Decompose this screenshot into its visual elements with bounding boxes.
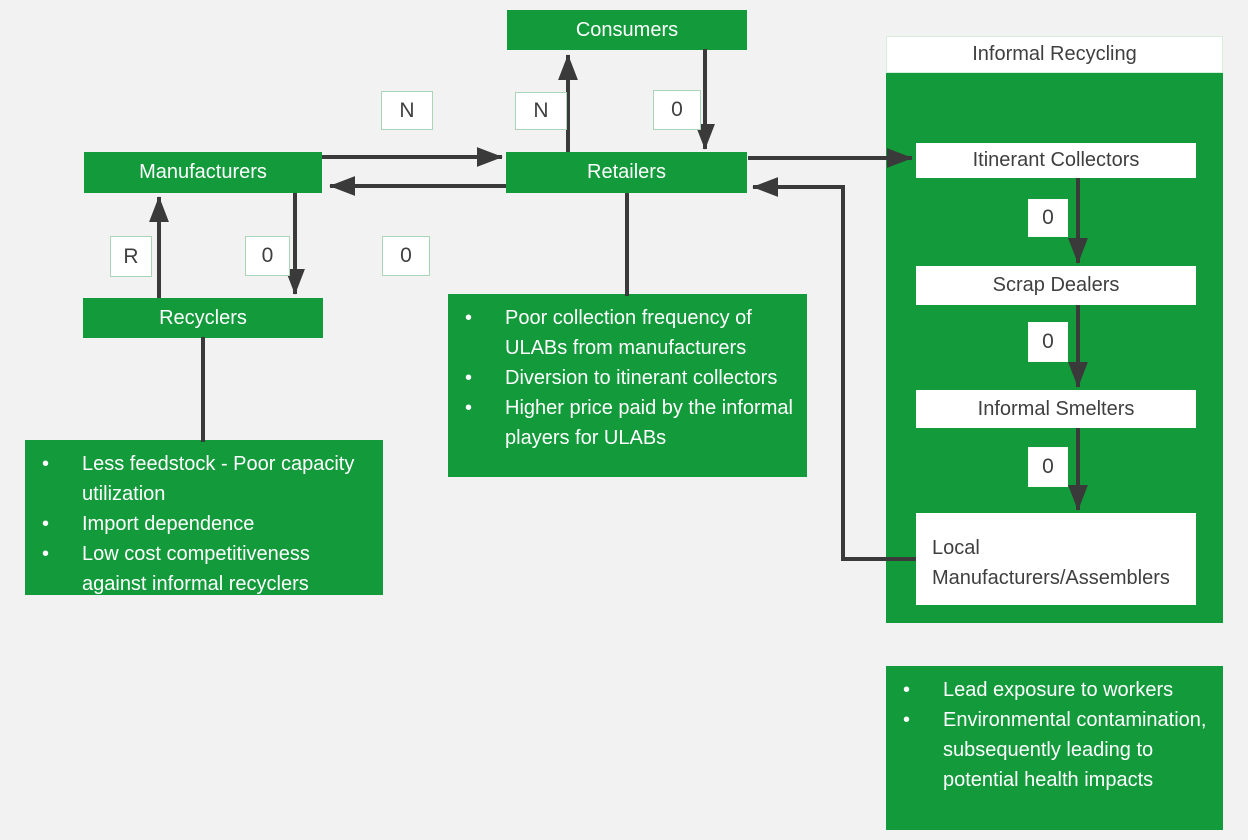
- informal-impacts-note: Lead exposure to workers Environmental c…: [886, 666, 1223, 830]
- note-text: Diversion to itinerant collectors: [505, 367, 778, 389]
- flow-label-recyclers-to-manufacturers: R: [110, 236, 152, 277]
- note-text: Less feedstock - Poor capacity utilizati…: [82, 453, 355, 505]
- note-text: Higher price paid by the informal player…: [505, 397, 793, 449]
- bullet-icon: [462, 363, 505, 393]
- note-text: Poor collection frequency of ULABs from …: [505, 307, 752, 359]
- node-consumers: Consumers: [507, 10, 747, 50]
- bullet-icon: [39, 509, 82, 539]
- recyclers-issues-note: Less feedstock - Poor capacity utilizati…: [25, 440, 383, 595]
- bullet-icon: [39, 539, 82, 599]
- panel-flow-label-3: 0: [1028, 447, 1068, 487]
- bullet-icon: [900, 705, 943, 795]
- stage-scrap-dealers: Scrap Dealers: [916, 266, 1196, 305]
- flow-label-manufacturers-to-retailers: N: [381, 91, 433, 130]
- stage-local-manufacturers-assemblers: Local Manufacturers/Assemblers: [916, 513, 1196, 605]
- note-text: Lead exposure to workers: [943, 679, 1174, 701]
- stage-itinerant-collectors: Itinerant Collectors: [916, 143, 1196, 178]
- flow-label-retailers-to-consumers: N: [515, 92, 567, 130]
- note-text: Environmental contamination, subsequentl…: [943, 709, 1207, 791]
- retailers-issues-note: Poor collection frequency of ULABs from …: [448, 294, 807, 477]
- note-bullet: Lead exposure to workers: [900, 675, 1215, 705]
- panel-flow-label-1: 0: [1028, 199, 1068, 237]
- note-bullet: Less feedstock - Poor capacity utilizati…: [39, 449, 375, 509]
- flow-label-manufacturers-to-recyclers: 0: [245, 236, 290, 276]
- node-manufacturers: Manufacturers: [84, 152, 322, 193]
- note-bullet: Low cost competitiveness against informa…: [39, 539, 375, 599]
- flow-label-retailers-to-manufacturers: 0: [382, 236, 430, 276]
- bullet-icon: [462, 393, 505, 453]
- node-recyclers: Recyclers: [83, 298, 323, 338]
- note-bullet: Import dependence: [39, 509, 375, 539]
- note-bullet: Diversion to itinerant collectors: [462, 363, 799, 393]
- note-bullet: Environmental contamination, subsequentl…: [900, 705, 1215, 795]
- note-text: Import dependence: [82, 513, 255, 535]
- informal-recycling-title: Informal Recycling: [886, 36, 1223, 73]
- note-bullet: Poor collection frequency of ULABs from …: [462, 303, 799, 363]
- bullet-icon: [462, 303, 505, 363]
- flow-label-consumers-to-retailers: 0: [653, 90, 701, 130]
- node-retailers: Retailers: [506, 152, 747, 193]
- note-text: Low cost competitiveness against informa…: [82, 543, 310, 595]
- note-bullet: Higher price paid by the informal player…: [462, 393, 799, 453]
- panel-flow-label-2: 0: [1028, 322, 1068, 362]
- bullet-icon: [900, 675, 943, 705]
- stage-informal-smelters: Informal Smelters: [916, 390, 1196, 428]
- bullet-icon: [39, 449, 82, 509]
